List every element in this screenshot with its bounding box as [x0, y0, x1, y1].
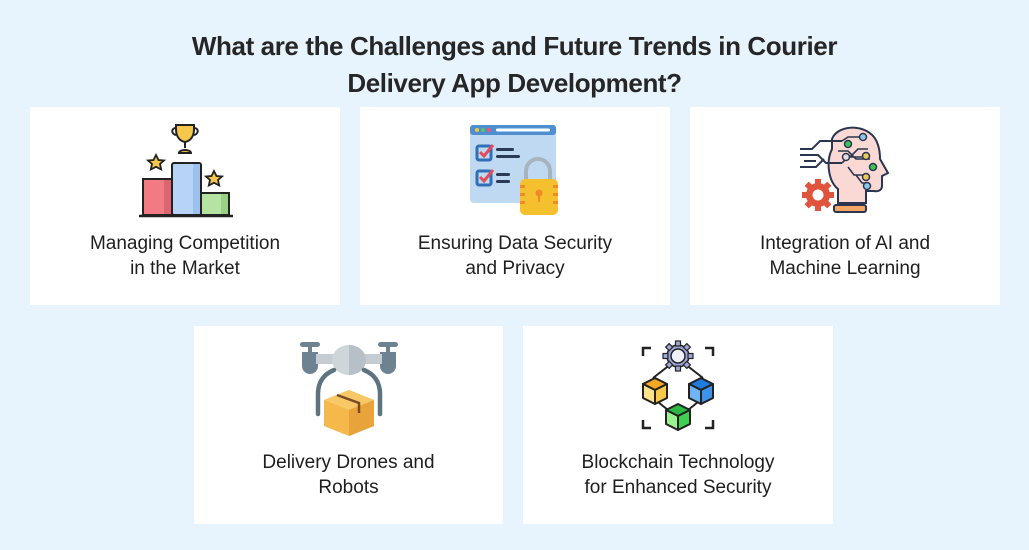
card-label-line-2: Robots — [318, 477, 379, 498]
card-label: Ensuring Data Security and Privacy — [360, 231, 670, 281]
data-security-lock-icon — [360, 119, 670, 219]
card-label-line-2: in the Market — [130, 258, 240, 279]
card-label: Delivery Drones and Robots — [194, 450, 503, 500]
card-ai-ml: Integration of AI and Machine Learning — [690, 107, 1000, 305]
card-label-line-1: Integration of AI and — [759, 233, 931, 254]
card-label: Managing Competition in the Market — [30, 231, 340, 281]
card-label: Blockchain Technology for Enhanced Secur… — [523, 450, 833, 500]
card-data-security: Ensuring Data Security and Privacy — [360, 107, 670, 305]
podium-trophy-icon — [30, 119, 340, 219]
card-delivery-drones: Delivery Drones and Robots — [194, 326, 503, 524]
title-line-2: Delivery App Development? — [347, 68, 682, 98]
card-label-line-1: Delivery Drones and — [262, 452, 435, 473]
card-blockchain: Blockchain Technology for Enhanced Secur… — [523, 326, 833, 524]
card-label-line-1: Blockchain Technology — [581, 452, 775, 473]
card-label: Integration of AI and Machine Learning — [690, 231, 1000, 281]
card-managing-competition: Managing Competition in the Market — [30, 107, 340, 305]
blockchain-network-icon — [523, 338, 833, 438]
delivery-drone-icon — [194, 338, 503, 438]
card-label-line-1: Managing Competition — [89, 233, 281, 254]
ai-brain-head-icon — [690, 119, 1000, 219]
page-title: What are the Challenges and Future Trend… — [0, 28, 1029, 102]
card-label-line-1: Ensuring Data Security — [417, 233, 613, 254]
title-line-1: What are the Challenges and Future Trend… — [191, 31, 838, 61]
card-label-line-2: for Enhanced Security — [584, 477, 772, 498]
card-label-line-2: Machine Learning — [769, 258, 921, 279]
card-label-line-2: and Privacy — [465, 258, 565, 279]
